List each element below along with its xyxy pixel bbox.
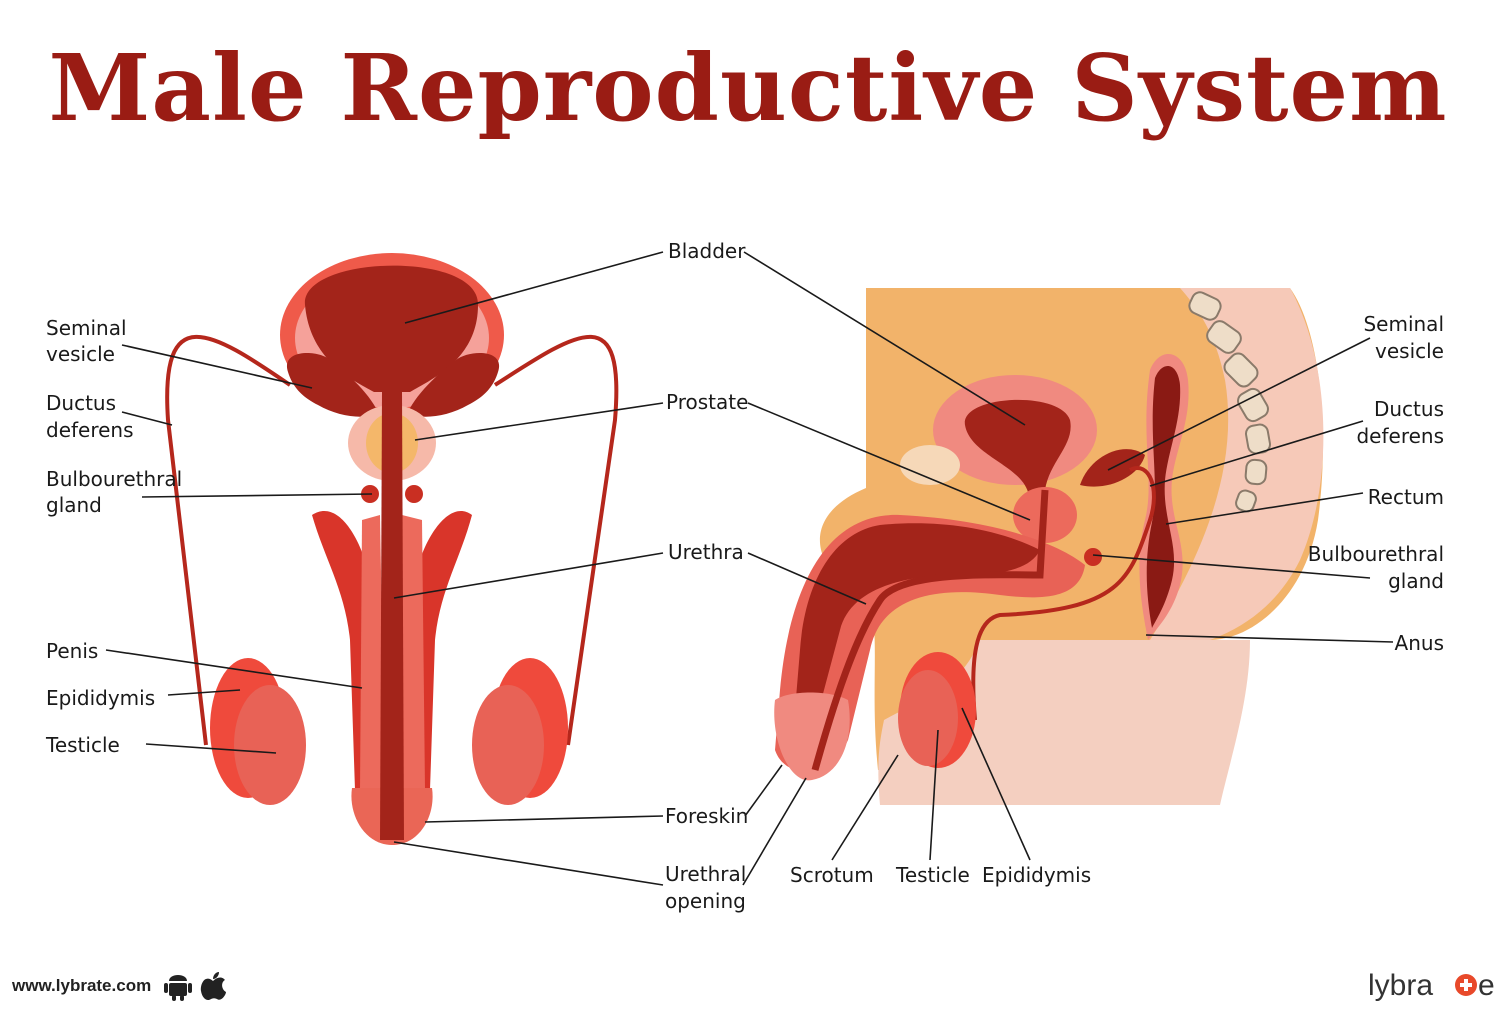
label-epididymis-left: Epididymis (46, 686, 155, 710)
label-bulbourethral-gland-left: Bulbourethral (46, 467, 182, 491)
label-urethra: Urethra (668, 540, 744, 564)
brand-logo-text: lybra (1368, 969, 1433, 1002)
label-prostate: Prostate (666, 390, 748, 414)
label-seminal-vesicle-left: Seminal (46, 316, 127, 340)
front-view-illustration (165, 253, 619, 845)
brand-logo-suffix: e (1478, 969, 1495, 1002)
label-bulbourethral-gland-right: Bulbourethral (1308, 542, 1444, 566)
label-urethral-opening-line2: opening (665, 889, 746, 913)
label-testicle-bottom: Testicle (895, 863, 970, 887)
plus-circle-icon (1455, 974, 1477, 996)
label-urethral-opening: Urethral (665, 862, 746, 886)
label-bladder: Bladder (668, 239, 746, 263)
android-icon (164, 975, 192, 1001)
label-ductus-deferens-right-line2: deferens (1356, 424, 1444, 448)
label-scrotum: Scrotum (790, 863, 874, 887)
label-seminal-vesicle-right-line2: vesicle (1375, 339, 1444, 363)
apple-icon (200, 972, 226, 1001)
label-ductus-deferens-right: Ductus (1374, 397, 1444, 421)
label-epididymis-bottom: Epididymis (982, 863, 1091, 887)
label-penis: Penis (46, 639, 98, 663)
label-seminal-vesicle-right: Seminal (1363, 312, 1444, 336)
label-bulbourethral-gland-left-line2: gland (46, 493, 102, 517)
label-seminal-vesicle-left-line2: vesicle (46, 342, 115, 366)
label-ductus-deferens-left: Ductus (46, 391, 116, 415)
label-anus: Anus (1395, 631, 1444, 655)
label-foreskin: Foreskin (665, 804, 748, 828)
label-bulbourethral-gland-right-line2: gland (1388, 569, 1444, 593)
footer: www.lybrate.com lybra e (11, 969, 1495, 1002)
label-rectum: Rectum (1368, 485, 1444, 509)
side-view-illustration (774, 288, 1324, 805)
page-title: Male Reproductive System (49, 34, 1448, 142)
leader-lines (105, 251, 1394, 886)
label-testicle-left: Testicle (45, 733, 120, 757)
label-ductus-deferens-left-line2: deferens (46, 418, 134, 442)
website-link[interactable]: www.lybrate.com (11, 976, 151, 995)
